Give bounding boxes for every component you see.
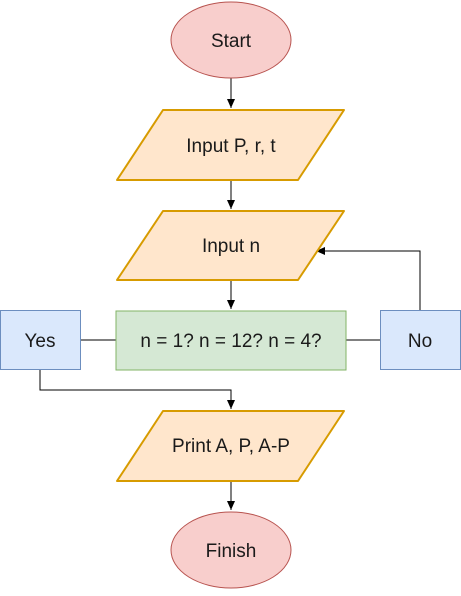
- input-n-shape: [116, 210, 345, 281]
- input-n-node: Input n: [116, 210, 345, 281]
- arrow-no-loop-to-input-n: [316, 247, 421, 310]
- print-label: Print A, P, A-P: [172, 436, 290, 457]
- finish-label: Finish: [206, 541, 257, 562]
- input-prt-shape: [116, 109, 345, 181]
- yes-shape: [0, 310, 81, 370]
- start-shape: [170, 1, 292, 79]
- input-prt-node: Input P, r, t: [116, 109, 345, 181]
- no-shape: [380, 310, 461, 370]
- finish-node: Finish: [170, 511, 292, 589]
- decision-node: n = 1? n = 12? n = 4?: [115, 310, 347, 371]
- yes-node: Yes: [0, 310, 81, 370]
- no-node: No: [380, 310, 461, 370]
- decision-shape: [115, 310, 347, 371]
- decision-label: n = 1? n = 12? n = 4?: [140, 331, 321, 352]
- print-shape: [116, 410, 345, 482]
- finish-shape: [170, 511, 292, 589]
- start-node: Start: [170, 1, 292, 79]
- input-n-label: Input n: [202, 236, 260, 257]
- print-node: Print A, P, A-P: [116, 410, 345, 482]
- yes-label: Yes: [25, 331, 56, 352]
- input-prt-label: Input P, r, t: [186, 136, 276, 157]
- arrow-yes-to-print: [39, 370, 235, 409]
- connectors: [39, 78, 421, 510]
- no-label: No: [408, 331, 432, 352]
- start-label: Start: [211, 31, 252, 52]
